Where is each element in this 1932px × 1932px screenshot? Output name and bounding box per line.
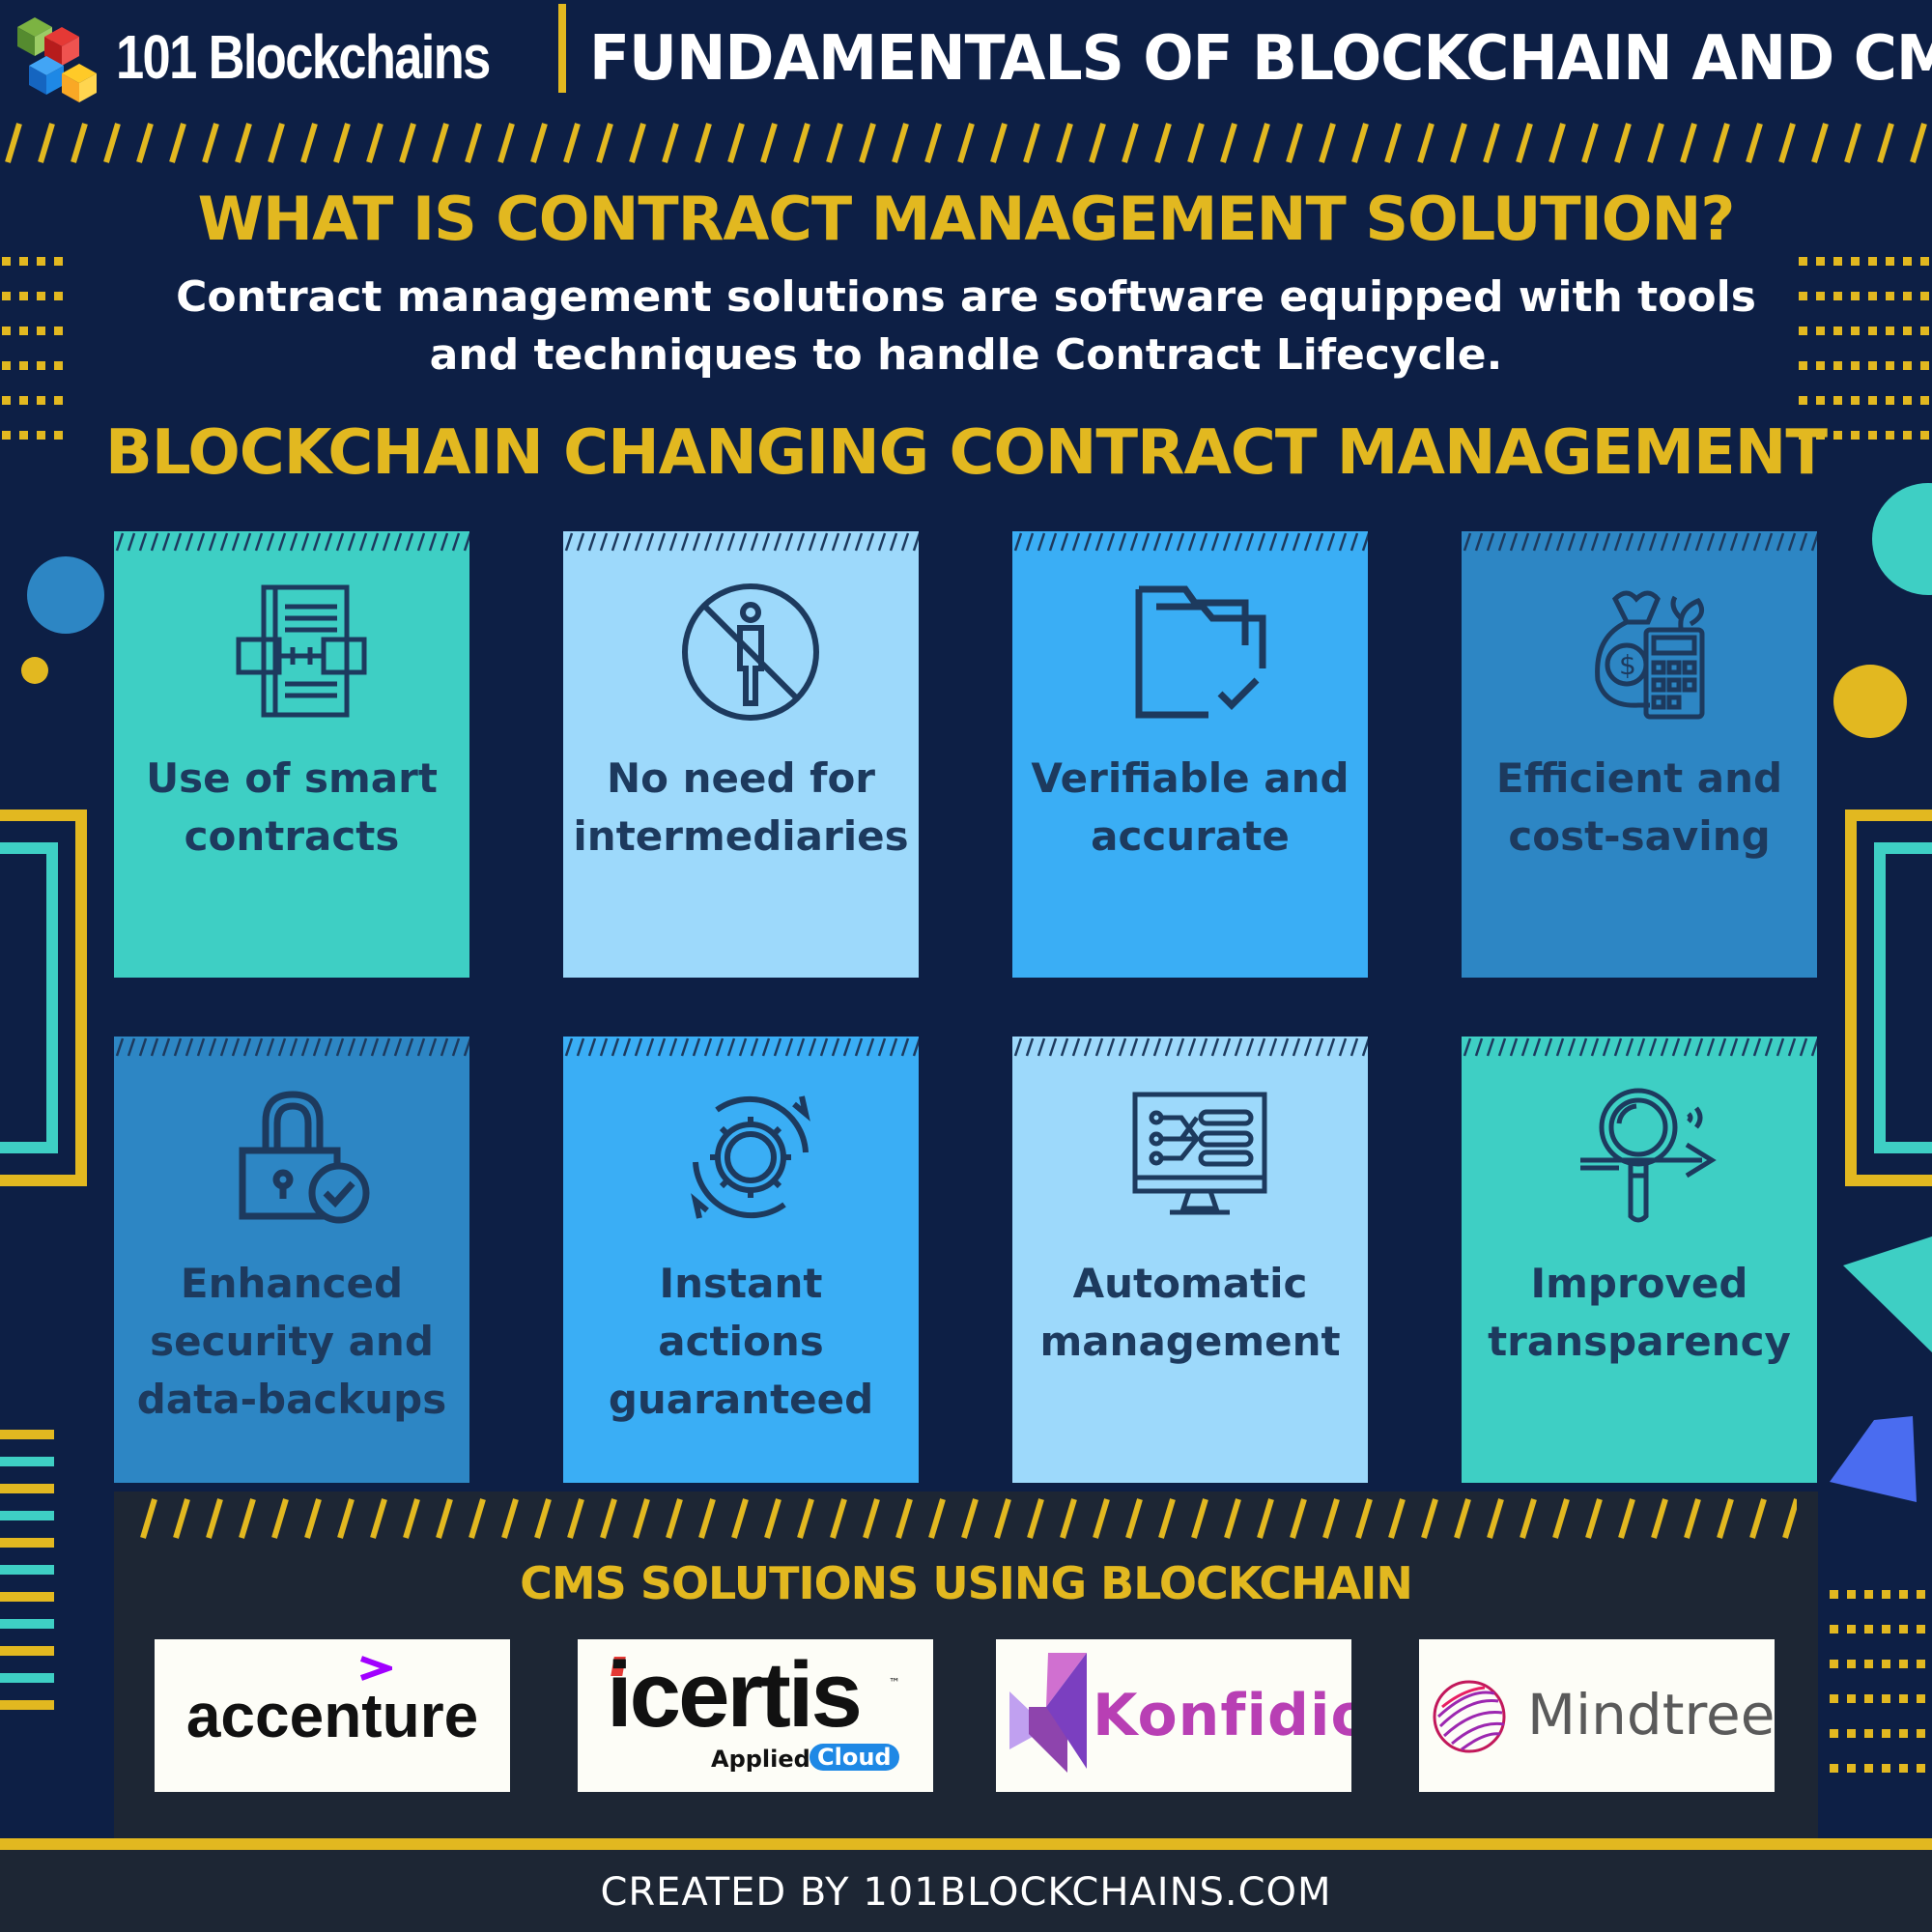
card-hatch xyxy=(1462,1037,1817,1058)
gear-cycle-icon xyxy=(691,1095,810,1219)
benefit-card-security: Enhanced security and data-backups xyxy=(114,1037,469,1483)
benefit-card-automatic-management: Automatic management xyxy=(1012,1037,1368,1483)
benefit-label: Use of smart contracts xyxy=(146,754,438,860)
card-hatch xyxy=(563,1037,919,1058)
cms-heading: CMS SOLUTIONS USING BLOCKCHAIN xyxy=(520,1557,1413,1609)
benefit-card-smart-contracts: Use of smart contracts xyxy=(114,531,469,978)
mindtree-globe-icon xyxy=(1433,1680,1506,1753)
decor-bars-left xyxy=(0,1430,54,1710)
icertis-tagline-applied: Applied xyxy=(711,1746,810,1773)
footer-credit: CREATED BY 101BLOCKCHAINS.COM xyxy=(600,1870,1332,1915)
smart-contract-icon xyxy=(236,584,367,718)
header-divider xyxy=(558,4,566,93)
benefit-label: Enhanced security and data-backups xyxy=(136,1260,447,1423)
definition-text: Contract management solutions are softwa… xyxy=(176,272,1756,380)
benefit-card-no-intermediaries: No need for intermediaries xyxy=(563,531,919,978)
brand-cube-logo-icon xyxy=(17,17,97,102)
cms-stripe-band xyxy=(135,1495,1797,1542)
icertis-wordmark: icertis xyxy=(607,1643,863,1747)
what-is-heading: WHAT IS CONTRACT MANAGEMENT SOLUTION? xyxy=(197,184,1736,254)
benefit-label: Automatic management xyxy=(1039,1260,1341,1365)
footer-bar xyxy=(0,1850,1932,1932)
card-hatch xyxy=(1012,531,1368,553)
benefit-label: Efficient and cost-saving xyxy=(1495,754,1783,860)
logo-konfidio: Konfidio xyxy=(996,1639,1351,1792)
page-title: FUNDAMENTALS OF BLOCKCHAIN AND CMS xyxy=(589,23,1932,95)
benefit-card-verifiable: Verifiable and accurate xyxy=(1012,531,1368,978)
card-hatch xyxy=(1462,531,1817,553)
accenture-chevron-icon xyxy=(359,1656,392,1681)
konfidio-wordmark: Konfidio xyxy=(1093,1682,1351,1749)
logo-icertis: icertis ™ Applied Cloud xyxy=(578,1639,933,1792)
mindtree-wordmark: Mindtree xyxy=(1527,1682,1775,1747)
card-hatch xyxy=(1012,1037,1368,1058)
benefit-label: No need for intermediaries xyxy=(573,754,909,860)
padlock-check-icon xyxy=(239,1091,370,1224)
brand-name: 101 Blockchains xyxy=(116,22,491,92)
svg-text:$: $ xyxy=(1619,649,1636,681)
benefit-label: Instant actions guaranteed xyxy=(608,1260,874,1423)
benefit-card-transparency: Improved transparency xyxy=(1462,1037,1817,1483)
monitor-flow-icon xyxy=(1132,1092,1267,1215)
money-bag-calculator-icon: $ xyxy=(1595,590,1705,720)
no-person-icon xyxy=(682,583,819,721)
benefit-card-cost-saving: $ Efficient and cost-saving xyxy=(1462,531,1817,978)
logo-mindtree: Mindtree xyxy=(1419,1639,1775,1792)
logo-accenture: accenture xyxy=(155,1639,510,1792)
dot-grid-right xyxy=(1795,253,1932,446)
decor-shapes-right xyxy=(1830,483,1932,1502)
konfidio-k-icon xyxy=(1009,1653,1087,1773)
card-hatch xyxy=(114,1037,469,1058)
icertis-trademark: ™ xyxy=(889,1676,900,1690)
decor-shapes-left xyxy=(0,556,104,1186)
top-stripe-band xyxy=(0,120,1932,166)
accenture-wordmark: accenture xyxy=(185,1681,479,1750)
benefit-card-instant-actions: Instant actions guaranteed xyxy=(563,1037,919,1483)
dot-grid-bottom-right xyxy=(1826,1584,1932,1777)
benefits-heading: BLOCKCHAIN CHANGING CONTRACT MANAGEMENT xyxy=(105,417,1828,489)
card-hatch xyxy=(563,531,919,553)
benefit-label: Verifiable and accurate xyxy=(1031,754,1350,860)
card-hatch xyxy=(114,531,469,553)
magnifier-arrow-icon xyxy=(1580,1088,1717,1223)
folder-check-icon xyxy=(1135,585,1266,719)
dot-grid-left xyxy=(0,253,71,446)
footer-gold-line xyxy=(0,1838,1932,1850)
icertis-tagline-cloud: Cloud xyxy=(810,1744,899,1771)
benefit-label: Improved transparency xyxy=(1488,1260,1791,1365)
